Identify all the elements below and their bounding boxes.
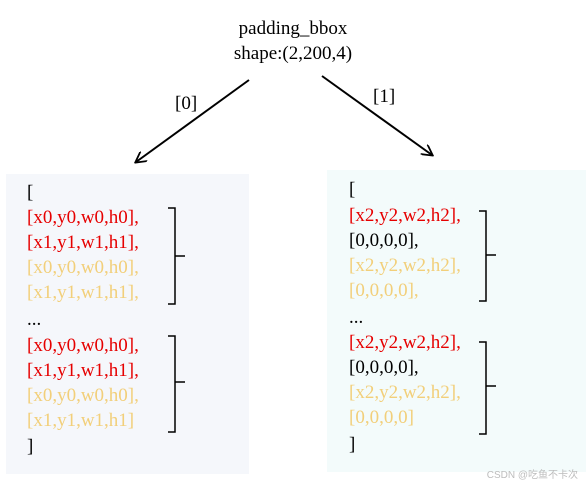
panel-line: [x1,y1,w1,h1], xyxy=(27,232,139,253)
panel-line: [x2,y2,w2,h2], xyxy=(349,205,461,226)
batch-1-panel: [ [x2,y2,w2,h2], [0,0,0,0], [x2,y2,w2,h2… xyxy=(327,170,586,472)
panel-line: [x1,y1,w1,h1], xyxy=(27,282,139,303)
panel-line: [0,0,0,0] xyxy=(349,407,414,428)
index-0-label: [0] xyxy=(175,93,198,114)
panel-line: ... xyxy=(349,307,364,328)
panel-line: [x0,y0,w0,h0], xyxy=(27,207,139,228)
group-brace xyxy=(168,207,185,305)
panel-line: ] xyxy=(349,434,356,455)
watermark: CSDN @吃鱼不卡次 xyxy=(486,470,578,481)
tensor-name-label: padding_bbox xyxy=(238,18,348,39)
index-1-label: [1] xyxy=(373,86,396,107)
batch-0-panel: [ [x0,y0,w0,h0], [x1,y1,w1,h1], [x0,y0,w… xyxy=(6,174,249,474)
group-brace xyxy=(479,210,496,302)
panel-line: [x0,y0,w0,h0], xyxy=(27,257,139,278)
panel-line: [0,0,0,0], xyxy=(349,230,419,251)
panel-line: [x0,y0,w0,h0], xyxy=(27,335,139,356)
arrow-left xyxy=(136,79,250,162)
tensor-shape-label: shape:(2,200,4) xyxy=(233,43,353,64)
group-brace xyxy=(168,335,185,433)
panel-line: [0,0,0,0], xyxy=(349,280,419,301)
panel-line: [x0,y0,w0,h0], xyxy=(27,385,139,406)
panel-line: [x1,y1,w1,h1] xyxy=(27,410,135,431)
panel-line: ... xyxy=(27,309,42,330)
arrow-right xyxy=(321,75,432,155)
panel-line: [x2,y2,w2,h2], xyxy=(349,255,461,276)
panel-line: [x2,y2,w2,h2], xyxy=(349,382,461,403)
panel-line: [ xyxy=(349,179,356,200)
panel-line: [x1,y1,w1,h1], xyxy=(27,360,139,381)
group-brace xyxy=(479,341,496,435)
panel-line: [ xyxy=(27,182,34,203)
panel-line: [x2,y2,w2,h2], xyxy=(349,332,461,353)
panel-line: ] xyxy=(27,436,34,457)
panel-line: [0,0,0,0], xyxy=(349,357,419,378)
